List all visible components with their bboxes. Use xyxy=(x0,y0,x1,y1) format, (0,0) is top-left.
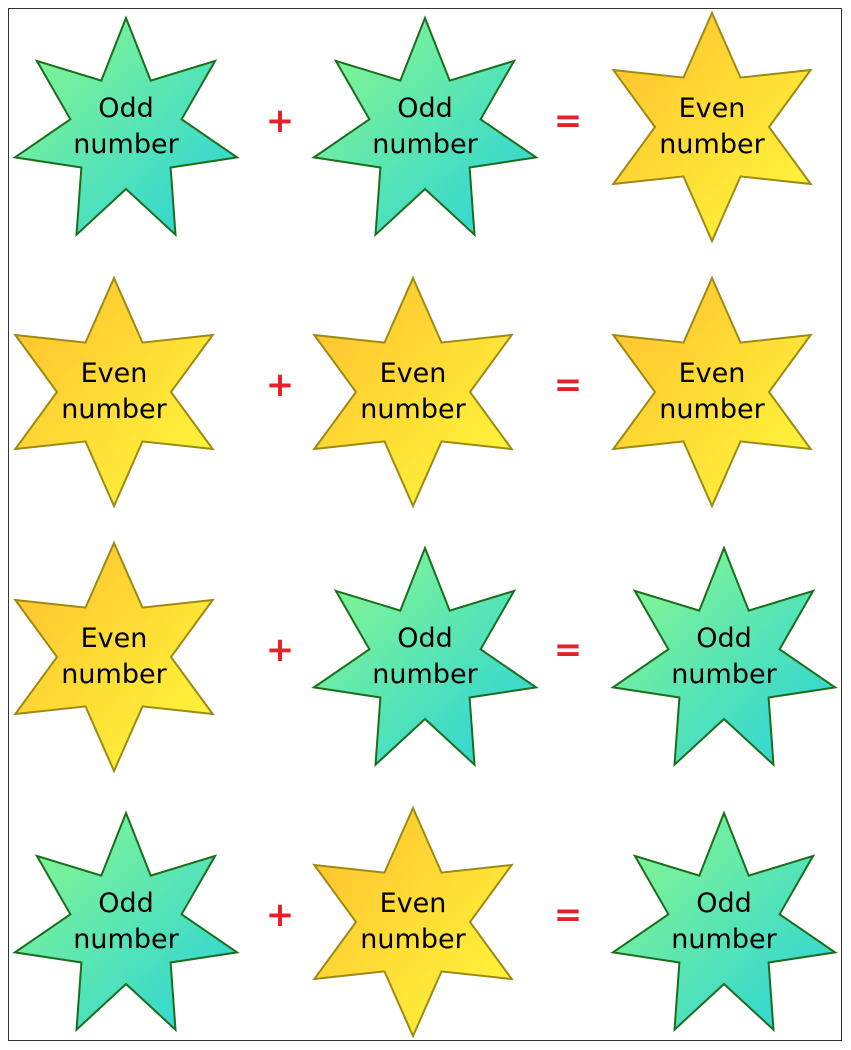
star-label-line2: number xyxy=(372,129,478,160)
star-shape-icon xyxy=(610,810,838,1033)
odd-number-star: Odd number xyxy=(610,810,838,1033)
star-shape-icon xyxy=(12,15,240,238)
plus-sign: + xyxy=(266,895,295,935)
star-label-line1: Odd xyxy=(98,93,154,124)
star-label-line2: number xyxy=(73,129,179,160)
even-number-star: Even number xyxy=(13,540,215,774)
plus-sign: + xyxy=(266,101,295,141)
equals-sign: = xyxy=(554,895,583,935)
star-label-line1: Even xyxy=(81,358,148,389)
even-number-star: Even number xyxy=(312,805,514,1039)
odd-number-star: Odd number xyxy=(12,15,240,238)
star-label-line1: Odd xyxy=(397,93,453,124)
star-label-line2: number xyxy=(73,924,179,955)
star-label-line2: number xyxy=(61,394,167,425)
diagram-border xyxy=(8,8,842,1041)
star-shape-icon xyxy=(311,15,539,238)
star-label-line1: Odd xyxy=(397,623,453,654)
star-shape-icon xyxy=(13,275,215,509)
star-label-line1: Even xyxy=(679,358,746,389)
star-label-line1: Even xyxy=(380,888,447,919)
star-label-line1: Even xyxy=(380,358,447,389)
even-number-star: Even number xyxy=(13,275,215,509)
plus-sign: + xyxy=(266,365,295,405)
equation-row: Even number Odd number Odd number + = xyxy=(13,540,838,774)
star-shape-icon xyxy=(611,275,813,509)
star-shape-icon xyxy=(312,805,514,1039)
equals-sign: = xyxy=(554,630,583,670)
star-shape-icon xyxy=(610,545,838,768)
odd-number-star: Odd number xyxy=(311,15,539,238)
star-label-line1: Even xyxy=(679,93,746,124)
even-number-star: Even number xyxy=(611,10,813,244)
plus-sign: + xyxy=(266,630,295,670)
equation-row: Even number Even number Even number + = xyxy=(13,275,813,509)
equals-sign: = xyxy=(554,365,583,405)
star-shape-icon xyxy=(312,275,514,509)
even-number-star: Even number xyxy=(611,275,813,509)
star-label-line1: Odd xyxy=(696,623,752,654)
star-shape-icon xyxy=(12,810,240,1033)
star-label-line2: number xyxy=(671,659,777,690)
odd-number-star: Odd number xyxy=(311,545,539,768)
star-label-line1: Even xyxy=(81,623,148,654)
star-shape-icon xyxy=(311,545,539,768)
star-label-line2: number xyxy=(61,659,167,690)
equation-row: Odd number Odd number Even number + = xyxy=(12,10,813,244)
equation-row: Odd number Even number Odd number + = xyxy=(12,805,838,1039)
star-label-line1: Odd xyxy=(98,888,154,919)
equals-sign: = xyxy=(554,101,583,141)
star-shape-icon xyxy=(611,10,813,244)
odd-number-star: Odd number xyxy=(12,810,240,1033)
star-label-line2: number xyxy=(360,924,466,955)
star-label-line1: Odd xyxy=(696,888,752,919)
star-label-line2: number xyxy=(360,394,466,425)
odd-number-star: Odd number xyxy=(610,545,838,768)
star-label-line2: number xyxy=(659,394,765,425)
star-label-line2: number xyxy=(372,659,478,690)
star-label-line2: number xyxy=(671,924,777,955)
even-number-star: Even number xyxy=(312,275,514,509)
star-shape-icon xyxy=(13,540,215,774)
star-label-line2: number xyxy=(659,129,765,160)
